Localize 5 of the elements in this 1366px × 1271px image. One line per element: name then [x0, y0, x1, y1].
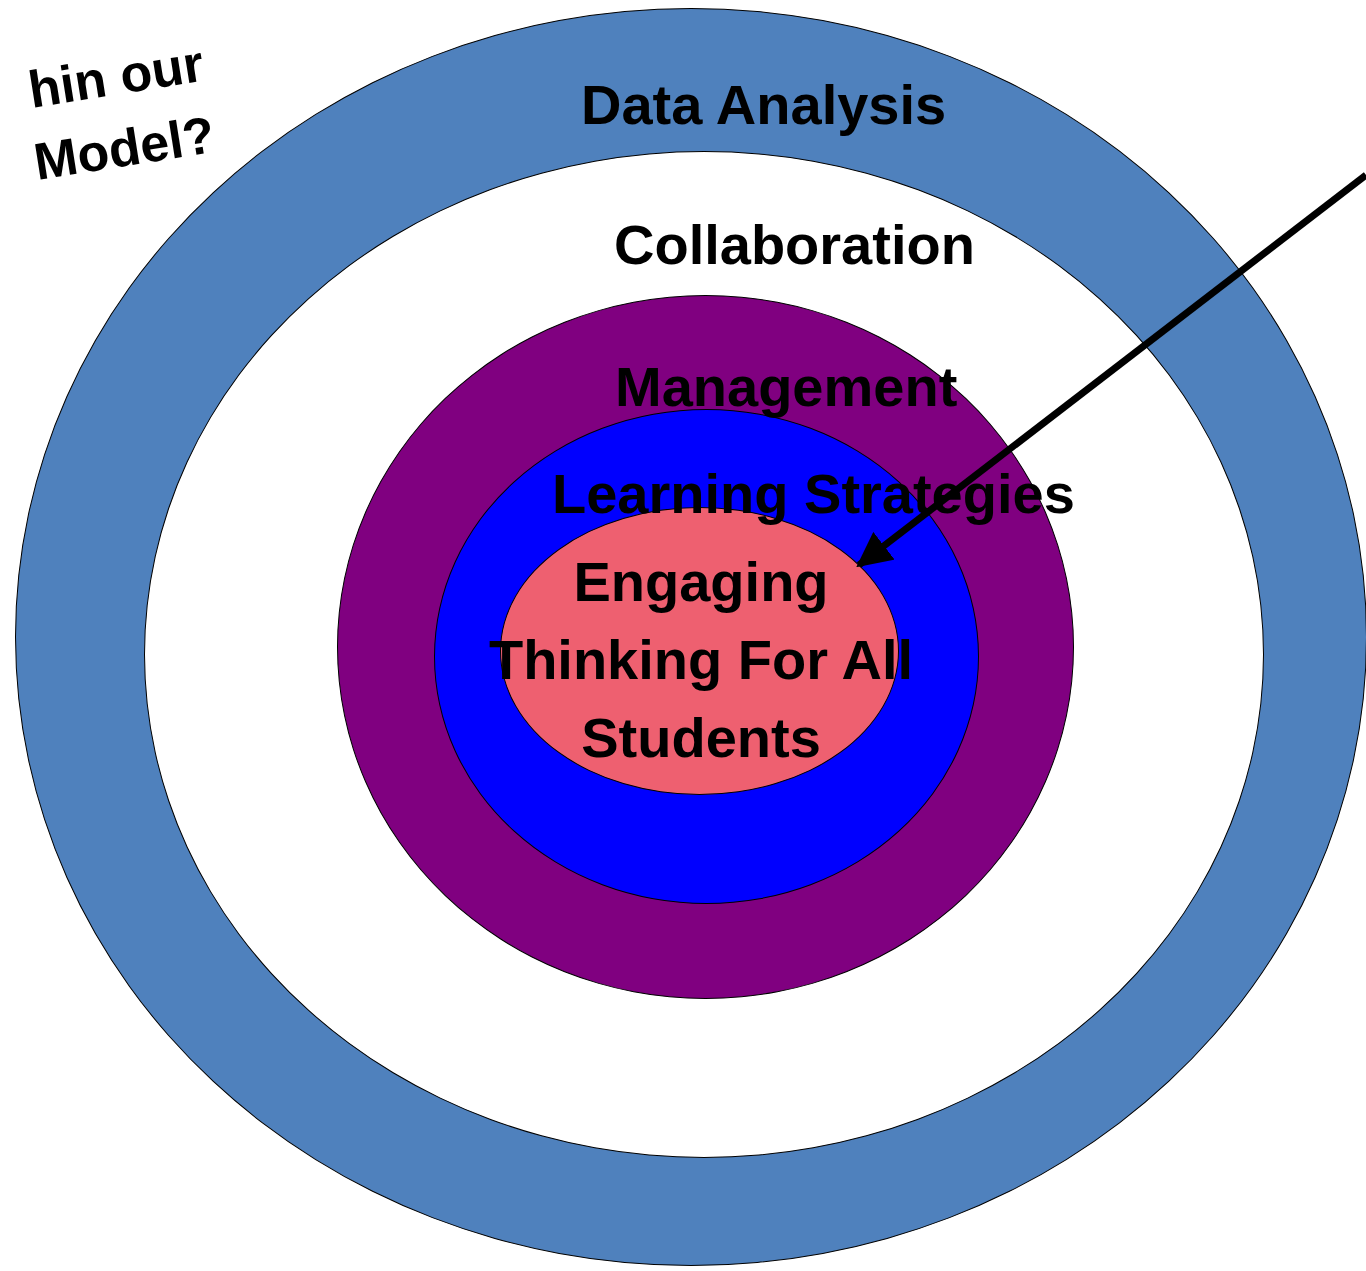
ring-label: Collaboration [614, 214, 975, 276]
heading-text: hin our Model? [23, 33, 220, 193]
ring-label: Data Analysis [581, 74, 947, 136]
arrow [856, 172, 1366, 568]
ring-label: Management [615, 356, 958, 418]
